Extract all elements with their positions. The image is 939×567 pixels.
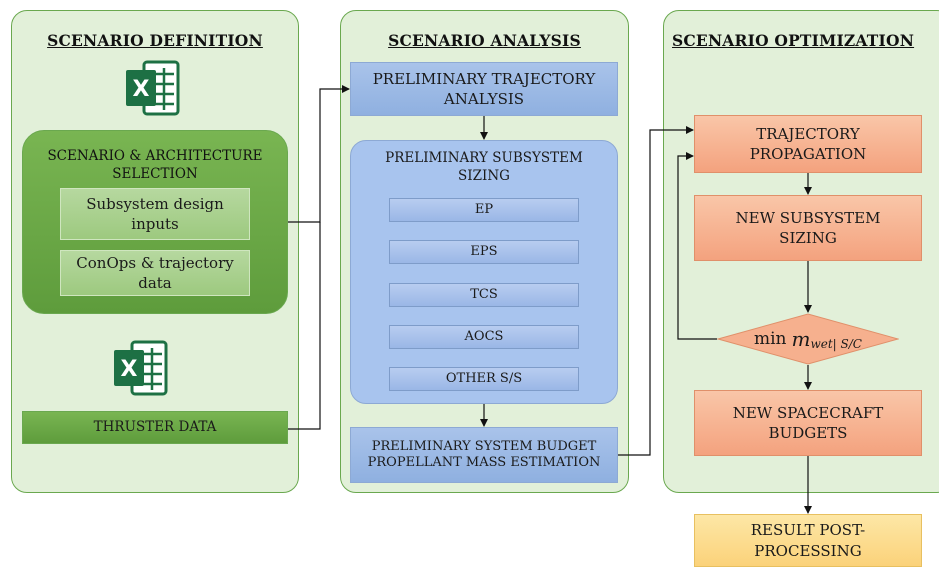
preliminary-trajectory-analysis: PRELIMINARY TRAJECTORY ANALYSIS (350, 62, 618, 116)
preliminary-trajectory-analysis-label: PRELIMINARY TRAJECTORY ANALYSIS (372, 69, 596, 108)
new-spacecraft-budgets: NEW SPACECRAFT BUDGETS (694, 390, 922, 456)
decision-min-text: min (754, 329, 787, 349)
preliminary-system-budget-label: PRELIMINARY SYSTEM BUDGET PROPELLANT MAS… (367, 438, 601, 470)
subsystem-design-inputs-label: Subsystem design inputs (86, 194, 224, 233)
conops-trajectory-data-label: ConOps & trajectory data (76, 253, 234, 292)
thruster-data: THRUSTER DATA (22, 411, 288, 444)
svg-text:X: X (121, 357, 138, 382)
subsystem-eps: EPS (389, 240, 579, 264)
decision-var-text: m (791, 327, 811, 351)
scenario-architecture-selection-label: SCENARIO & ARCHITECTURE SELECTION (47, 148, 263, 183)
new-subsystem-sizing: NEW SUBSYSTEM SIZING (694, 195, 922, 261)
preliminary-subsystem-sizing: PRELIMINARY SUBSYSTEM SIZING (350, 140, 618, 404)
excel-icon: X (114, 340, 168, 396)
thruster-data-label: THRUSTER DATA (93, 419, 217, 436)
subsystem-tcs: TCS (389, 283, 579, 307)
subsystem-ep: EP (389, 198, 579, 222)
panel-title-definition: SCENARIO DEFINITION (47, 31, 263, 50)
subsystem-other-label: OTHER S/S (445, 371, 523, 387)
subsystem-design-inputs: Subsystem design inputs (60, 188, 250, 240)
result-post-processing: RESULT POST-PROCESSING (694, 514, 922, 567)
decision-subscript-text: wet| S/C (810, 337, 862, 351)
trajectory-propagation: TRAJECTORY PROPAGATION (694, 115, 922, 173)
panel-title-optimization: SCENARIO OPTIMIZATION (672, 31, 915, 50)
excel-icon: X (126, 60, 180, 116)
subsystem-aocs-label: AOCS (464, 329, 504, 345)
subsystem-other: OTHER S/S (389, 367, 579, 391)
new-subsystem-sizing-label: NEW SUBSYSTEM SIZING (735, 208, 881, 247)
subsystem-aocs: AOCS (389, 325, 579, 349)
preliminary-subsystem-sizing-title: PRELIMINARY SUBSYSTEM SIZING (385, 150, 583, 185)
new-spacecraft-budgets-label: NEW SPACECRAFT BUDGETS (732, 403, 884, 442)
preliminary-system-budget: PRELIMINARY SYSTEM BUDGET PROPELLANT MAS… (350, 427, 618, 483)
svg-text:X: X (133, 77, 150, 102)
result-post-processing-label: RESULT POST-PROCESSING (750, 521, 866, 560)
subsystem-eps-label: EPS (470, 244, 498, 260)
subsystem-tcs-label: TCS (470, 287, 498, 303)
trajectory-propagation-label: TRAJECTORY PROPAGATION (749, 124, 867, 163)
subsystem-ep-label: EP (474, 202, 494, 218)
optimization-decision (717, 313, 899, 365)
panel-title-analysis: SCENARIO ANALYSIS (388, 31, 581, 50)
conops-trajectory-data: ConOps & trajectory data (60, 250, 250, 296)
